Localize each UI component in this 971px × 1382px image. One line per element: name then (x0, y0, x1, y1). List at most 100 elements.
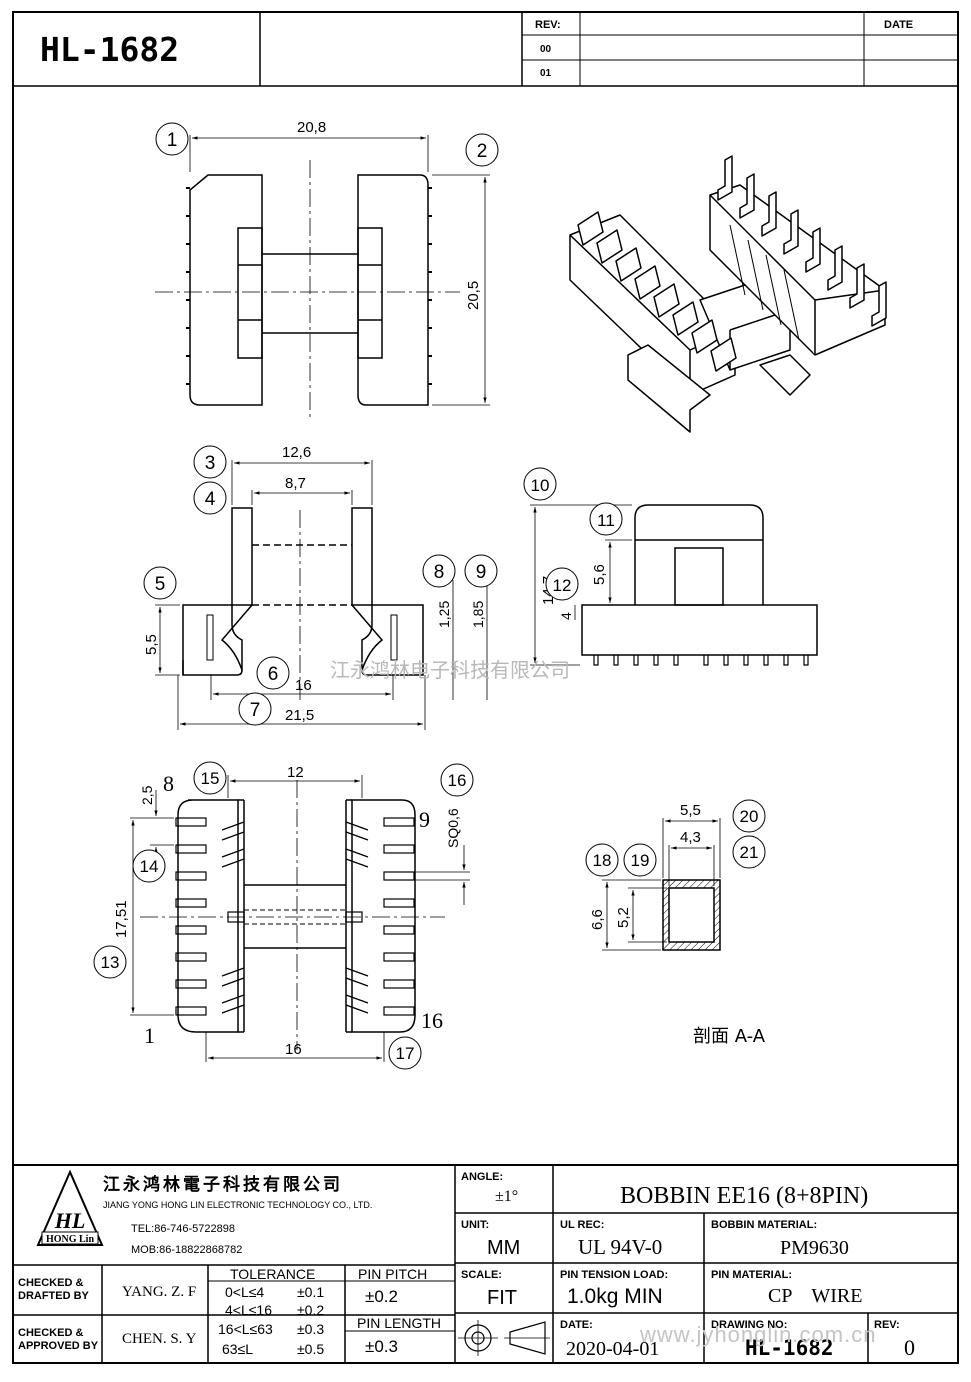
pin-label-8: 8 (163, 771, 174, 796)
top-view (155, 135, 490, 420)
ul-rec-label: UL REC: (560, 1219, 604, 1231)
balloon-6: 6 (256, 656, 290, 690)
date-header: DATE (884, 19, 913, 31)
tolerance-label: TOLERANCE (230, 1266, 315, 1282)
dim-bottom-sq0-6: SQ0,6 (445, 808, 461, 848)
balloon-5: 5 (143, 566, 177, 600)
front-view (155, 460, 488, 730)
date-value: 2020-04-01 (566, 1338, 659, 1360)
checked-drafted-label-2: DRAFTED BY (18, 1290, 90, 1302)
watermark-url: www.jyhonglin.com.cn (639, 1322, 876, 1347)
balloon-21: 21 (732, 835, 766, 869)
balloon-18: 18 (585, 843, 619, 877)
balloon-2: 2 (465, 133, 499, 167)
dim-top-height: 20,5 (465, 281, 482, 310)
title-block-frame (13, 1164, 958, 1363)
drawing-no-value: HL-1682 (745, 1336, 834, 1360)
tolerance-value-4: ±0.5 (297, 1341, 324, 1357)
tolerance-range-3: 16<L≤63 (218, 1321, 273, 1337)
svg-text:14: 14 (140, 857, 159, 876)
svg-text:9: 9 (476, 562, 487, 583)
checked-drafted-label-1: CHECKED & (18, 1277, 83, 1289)
drawing-title: BOBBIN EE16 (8+8PIN) (620, 1183, 868, 1209)
dim-side-4: 4 (558, 612, 574, 620)
svg-text:18: 18 (593, 851, 612, 870)
angle-label: ANGLE: (461, 1171, 503, 1183)
svg-text:4: 4 (205, 489, 216, 510)
dim-bottom-2-5: 2,5 (139, 785, 155, 805)
side-view (530, 504, 818, 666)
svg-text:13: 13 (101, 953, 120, 972)
svg-text:7: 7 (250, 700, 261, 721)
dim-front-1-25: 1,25 (436, 601, 452, 628)
drawing-no-label: DRAWING NO: (711, 1319, 787, 1331)
isometric-view (569, 155, 887, 433)
svg-text:6: 6 (268, 664, 279, 685)
svg-text:20: 20 (740, 807, 759, 826)
company-logo: HL HONG Lin (36, 1169, 104, 1246)
section-view (602, 818, 721, 951)
dim-front-12-6: 12,6 (282, 444, 311, 461)
svg-text:HONG Lin: HONG Lin (46, 1234, 95, 1245)
ul-rec-value: UL 94V-0 (578, 1235, 662, 1259)
svg-text:2: 2 (477, 141, 488, 162)
dim-side-5-6: 5,6 (591, 564, 608, 585)
dim-front-1-85: 1,85 (470, 601, 486, 628)
watermark-center: 江永鸿林电子科技有限公司 (330, 658, 570, 682)
svg-text:12: 12 (553, 576, 572, 595)
unit-value: MM (487, 1237, 520, 1259)
tolerance-range-2: 4<L≤16 (225, 1302, 272, 1318)
balloon-7: 7 (238, 692, 272, 726)
unit-label: UNIT: (461, 1219, 489, 1231)
dim-section-4-3: 4,3 (680, 829, 701, 846)
dim-section-5-2: 5,2 (615, 907, 632, 928)
balloon-8: 8 (422, 554, 456, 588)
checked-drafted-value: YANG. Z. F (122, 1284, 196, 1300)
section-caption: 剖面 A-A (693, 1026, 766, 1047)
date-label: DATE: (560, 1319, 593, 1331)
tolerance-value-3: ±0.3 (297, 1321, 324, 1337)
balloon-13: 13 (93, 945, 127, 979)
dim-section-6-6: 6,6 (589, 909, 606, 930)
sheet-frame (12, 11, 959, 1364)
angle-value: ±1° (495, 1188, 518, 1205)
dim-bottom-17-51: 17,51 (113, 900, 130, 938)
balloon-14: 14 (132, 849, 166, 883)
dim-front-16: 16 (295, 677, 312, 694)
dim-front-5-5: 5,5 (143, 634, 160, 655)
balloon-17: 17 (388, 1036, 422, 1070)
checked-approved-label-2: APPROVED BY (18, 1340, 99, 1352)
tolerance-range-4: 63≤L (222, 1341, 253, 1357)
balloon-4: 4 (193, 481, 227, 515)
company-mob: MOB:86-18822868782 (131, 1244, 242, 1256)
rev-header: REV: (535, 19, 561, 31)
dim-front-21-5: 21,5 (285, 707, 314, 724)
balloon-20: 20 (732, 799, 766, 833)
balloon-19: 19 (623, 843, 657, 877)
balloon-1: 1 (155, 122, 189, 156)
scale-label: SCALE: (461, 1269, 502, 1281)
balloon-12: 12 (545, 567, 579, 601)
pin-material-value: CP WIRE (768, 1285, 862, 1307)
svg-text:HL: HL (54, 1208, 86, 1233)
rev-row-00: 00 (540, 44, 552, 55)
dim-top-width: 20,8 (297, 119, 326, 136)
dim-bottom-16: 16 (285, 1041, 302, 1058)
checked-approved-value: CHEN. S. Y (122, 1331, 197, 1347)
pin-pitch-label: PIN PITCH (358, 1266, 427, 1282)
dim-bottom-12: 12 (287, 764, 304, 781)
svg-text:19: 19 (631, 851, 650, 870)
tolerance-value-2: ±0.2 (297, 1302, 324, 1318)
pin-tension-label: PIN TENSION LOAD: (560, 1269, 668, 1281)
balloon-10: 10 (523, 467, 557, 501)
svg-text:8: 8 (434, 562, 445, 583)
scale-value: FIT (487, 1287, 517, 1309)
projection-symbol-icon (458, 1320, 550, 1356)
part-number: HL-1682 (40, 30, 179, 69)
bobbin-material-value: PM9630 (780, 1237, 849, 1259)
rev-row-01: 01 (540, 68, 552, 79)
svg-text:5: 5 (155, 574, 166, 595)
rev-value: 0 (904, 1335, 915, 1360)
pin-label-16: 16 (421, 1008, 443, 1033)
